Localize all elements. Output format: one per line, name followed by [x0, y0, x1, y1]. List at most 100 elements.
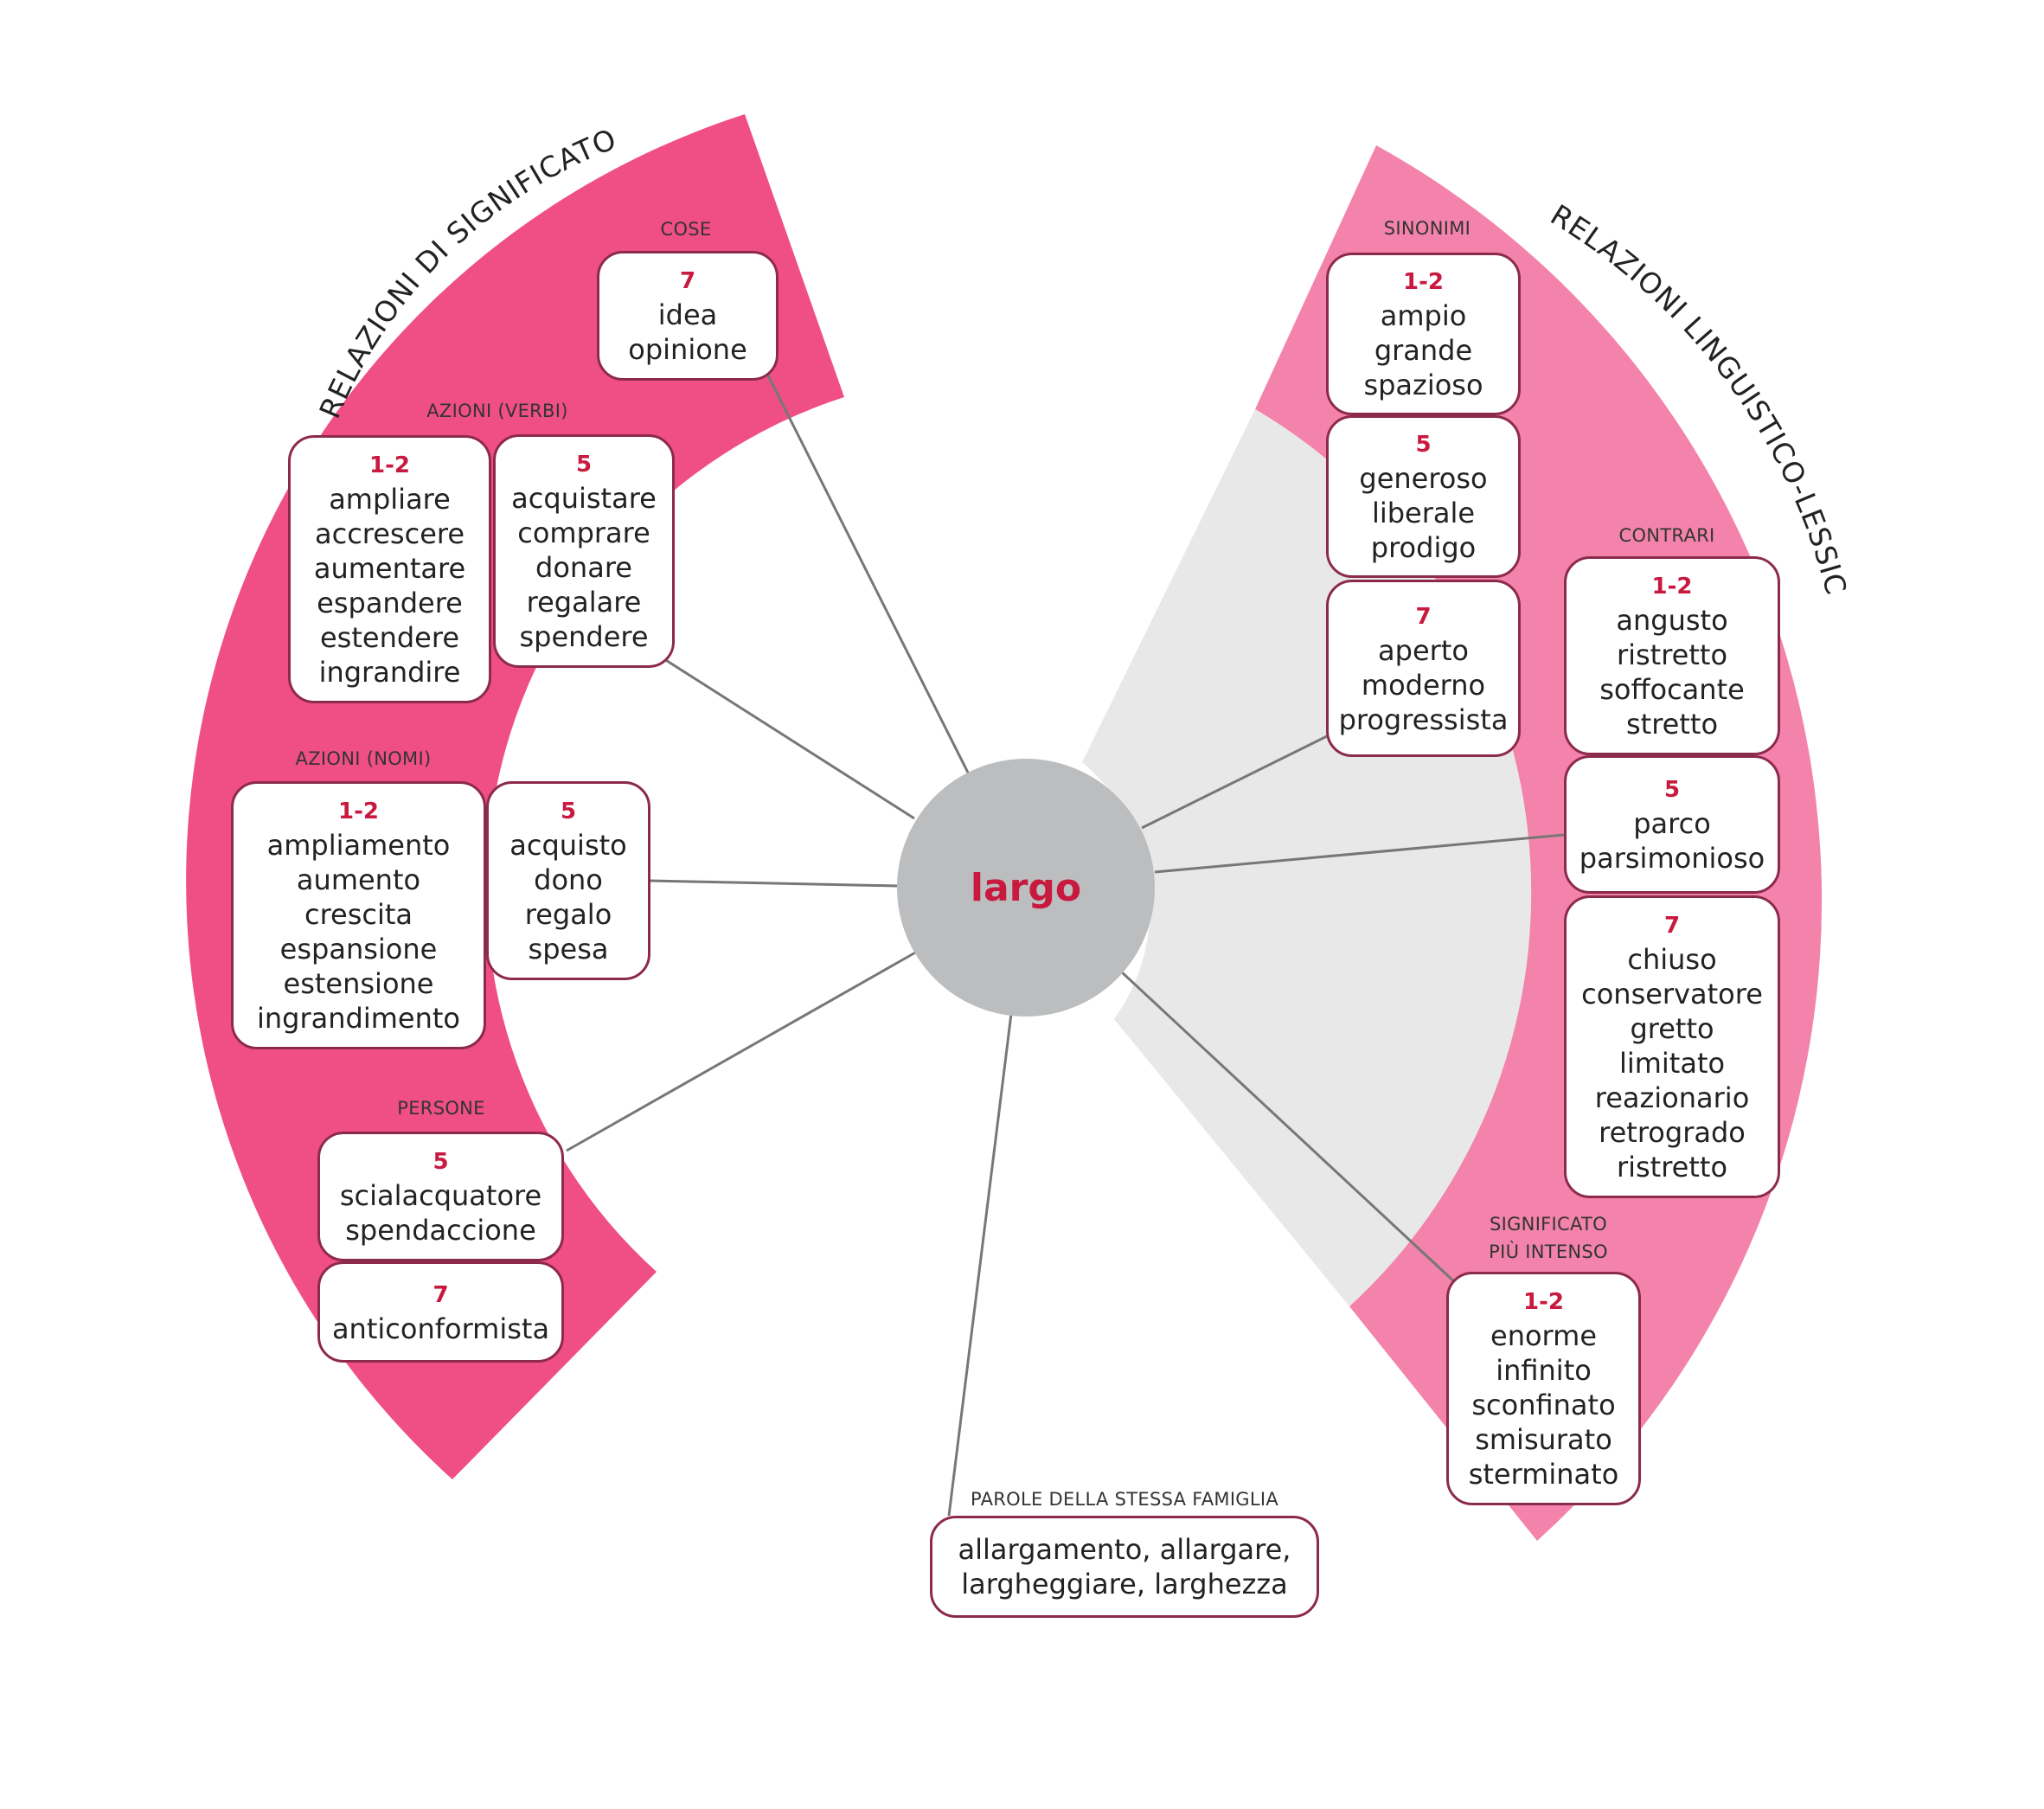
level-number: 5: [575, 452, 593, 478]
category-sinonimi: SINONIMI: [1383, 218, 1471, 239]
center-word: largo: [897, 759, 1155, 1017]
word: liberale: [1371, 497, 1476, 529]
word: retrogrado: [1599, 1116, 1746, 1149]
word: generoso: [1359, 462, 1488, 495]
word: espansione: [279, 933, 438, 965]
word: grande: [1374, 334, 1473, 367]
word: espandere: [317, 587, 463, 619]
category-persone: PERSONE: [397, 1098, 485, 1119]
box-persone-5: 5 scialacquatore spendaccione: [317, 1132, 564, 1261]
word: ristretto: [1616, 1151, 1728, 1184]
level-number: 1-2: [1403, 269, 1444, 295]
box-contrari-1-2: 1-2 angusto ristretto soffocante stretto: [1564, 556, 1780, 755]
word: sterminato: [1468, 1458, 1619, 1491]
word: opinione: [628, 333, 747, 366]
connector-intenso: [1118, 969, 1459, 1286]
word: spendaccione: [345, 1214, 536, 1247]
word: spesa: [528, 933, 609, 965]
box-sinonimi-1-2: 1-2 ampio grande spazioso: [1326, 253, 1521, 415]
word: aumentare: [313, 552, 466, 585]
level-number: 5: [1663, 777, 1681, 803]
level-number: 7: [679, 268, 696, 294]
category-azioni-verbi: AZIONI (VERBI): [426, 401, 568, 421]
box-verbi-1-2: 1-2 ampliare accrescere aumentare espand…: [288, 435, 491, 703]
word: ampliamento: [266, 829, 451, 862]
word: comprare: [517, 516, 650, 549]
word: conservatore: [1581, 978, 1763, 1010]
level-number: 1-2: [369, 452, 410, 478]
word: regalare: [526, 586, 642, 619]
word: ampliare: [329, 483, 451, 516]
word: parco: [1633, 807, 1711, 840]
word: infinito: [1496, 1354, 1592, 1387]
word: dono: [534, 863, 603, 896]
category-intenso-line1: SIGNIFICATO: [1489, 1214, 1608, 1235]
word: limitato: [1618, 1047, 1726, 1080]
box-sinonimi-7: 7 aperto moderno progressista: [1326, 580, 1521, 757]
box-contrari-5: 5 parco parsimonioso: [1564, 755, 1780, 894]
box-cose-7: 7 idea opinione: [597, 251, 779, 381]
word: spazioso: [1363, 369, 1483, 401]
word: scialacquatore: [339, 1179, 542, 1212]
word: acquistare: [511, 482, 657, 515]
category-cose: COSE: [660, 219, 712, 240]
word: moderno: [1361, 668, 1486, 702]
word: ampio: [1380, 299, 1467, 332]
box-contrari-7: 7 chiuso conservatore gretto limitato re…: [1564, 895, 1780, 1198]
category-contrari: CONTRARI: [1618, 525, 1715, 546]
word: acquisto: [509, 829, 627, 862]
level-number: 7: [1663, 913, 1681, 939]
word: smisurato: [1475, 1423, 1612, 1456]
word: crescita: [304, 898, 413, 931]
connector-lines: [566, 371, 1565, 1517]
word: reazionario: [1594, 1081, 1750, 1114]
level-number: 5: [433, 1149, 449, 1175]
category-intenso-line2: PIÙ INTENSO: [1489, 1241, 1608, 1262]
word: angusto: [1616, 604, 1728, 637]
word: ristretto: [1616, 638, 1728, 671]
level-number: 1-2: [1523, 1289, 1564, 1315]
word: spendere: [519, 620, 649, 653]
word: chiuso: [1627, 943, 1717, 976]
category-famiglia: PAROLE DELLA STESSA FAMIGLIA: [970, 1489, 1279, 1510]
word: anticonformista: [331, 1312, 550, 1345]
connector-sinonimi: [1141, 733, 1331, 830]
box-verbi-5: 5 acquistare comprare donare regalare sp…: [493, 434, 675, 668]
level-number: 7: [1415, 603, 1432, 630]
word: stretto: [1625, 708, 1719, 741]
level-number: 7: [433, 1281, 449, 1308]
word: parsimonioso: [1579, 842, 1765, 875]
box-famiglia: allargamento, allargare, largheggiare, l…: [930, 1516, 1319, 1618]
level-number: 1-2: [1651, 574, 1693, 600]
word: gretto: [1630, 1012, 1714, 1045]
connector-verbi: [661, 656, 915, 820]
level-number: 1-2: [338, 799, 379, 824]
level-number: 5: [1415, 432, 1432, 458]
word: ingrandimento: [257, 1002, 460, 1035]
word: aperto: [1378, 633, 1469, 667]
box-persone-7: 7 anticonformista: [317, 1261, 564, 1363]
word: largheggiare, larghezza: [961, 1568, 1288, 1601]
category-azioni-nomi: AZIONI (NOMI): [295, 748, 432, 769]
box-intenso-1-2: 1-2 enorme infinito sconfinato smisurato…: [1446, 1272, 1641, 1505]
word: allargamento, allargare,: [958, 1533, 1291, 1566]
word: regalo: [524, 898, 612, 931]
word: sconfinato: [1471, 1389, 1616, 1421]
word: progressista: [1338, 702, 1509, 736]
connector-cose: [765, 371, 970, 773]
connector-famiglia: [947, 1013, 1013, 1517]
word: accrescere: [314, 517, 465, 550]
connector-persone: [566, 950, 918, 1152]
word: estendere: [319, 621, 459, 654]
level-number: 5: [560, 799, 577, 824]
box-nomi-5: 5 acquisto dono regalo spesa: [486, 781, 650, 980]
word: aumento: [296, 863, 421, 896]
word: enorme: [1490, 1319, 1597, 1352]
connector-nomi: [650, 879, 898, 888]
connector-contrari: [1154, 833, 1565, 874]
box-sinonimi-5: 5 generoso liberale prodigo: [1326, 415, 1521, 578]
word: prodigo: [1370, 531, 1477, 564]
word: ingrandire: [318, 656, 461, 689]
word: soffocante: [1599, 673, 1745, 706]
